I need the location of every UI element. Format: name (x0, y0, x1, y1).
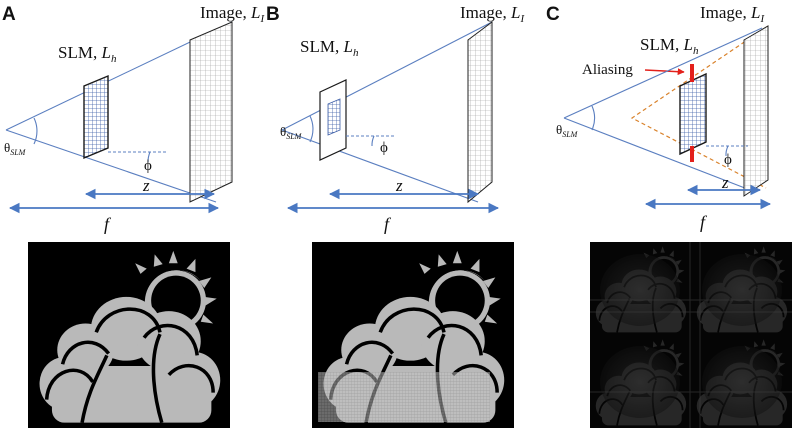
phi-label-b: ϕ (380, 140, 388, 156)
slm-label-c: SLM, Lh (640, 35, 699, 57)
z-label-a: z (142, 176, 150, 195)
ray-lower-a (5, 129, 217, 203)
slm-panel-a (83, 74, 109, 160)
ray-upper-c (563, 27, 763, 119)
slm-label-b: SLM, Lh (300, 37, 359, 59)
slm-label-a: SLM, Lh (58, 43, 117, 65)
panel-letter-b: B (266, 4, 280, 25)
ray-lower-c (563, 117, 751, 191)
z-label-c: z (721, 173, 729, 192)
f-label-b: f (384, 214, 392, 234)
theta-arc-c (591, 105, 596, 131)
f-label-c: f (700, 212, 708, 232)
phi-label-a: ϕ (144, 158, 152, 174)
aliased-image-c (590, 242, 792, 428)
theta-label-a: θSLM (4, 140, 27, 157)
theta-arc-b (309, 115, 314, 143)
phi-arc-a (147, 151, 151, 163)
f-label-a: f (104, 214, 112, 234)
image-plane-c (743, 25, 769, 197)
panel-letter-c: C (546, 4, 560, 25)
slm-panel-c (679, 72, 707, 156)
phi-arc-b (371, 135, 375, 147)
image-label-c: Image, LI (700, 3, 765, 25)
phi-arc-c (725, 145, 729, 157)
aliasing-arrow (644, 68, 685, 76)
panel-letter-a: A (2, 4, 16, 25)
theta-label-b: θSLM (280, 124, 303, 141)
theta-label-c: θSLM (556, 122, 579, 139)
phi-label-c: ϕ (724, 152, 732, 168)
image-plane-b (467, 21, 493, 204)
image-plane-a (189, 21, 233, 203)
ray-upper-b (281, 21, 493, 131)
z-label-b: z (395, 176, 403, 195)
panel-b: B Image, LI SLM, Lh θSLM ϕ z f (266, 3, 525, 428)
image-label-a: Image, LI (200, 3, 265, 25)
panel-a: A Image, LI SLM, Lh θSLM ϕ z f (2, 3, 265, 428)
cloud-fringe-b (318, 372, 490, 422)
theta-arc-a (33, 117, 38, 145)
slm-panel-b (327, 98, 341, 136)
image-label-b: Image, LI (460, 3, 525, 25)
panel-c: C Image, LI SLM, Lh Aliasing θSLM ϕ z f (546, 3, 792, 428)
aliasing-label: Aliasing (582, 62, 633, 78)
aliased-path-c (630, 25, 769, 189)
